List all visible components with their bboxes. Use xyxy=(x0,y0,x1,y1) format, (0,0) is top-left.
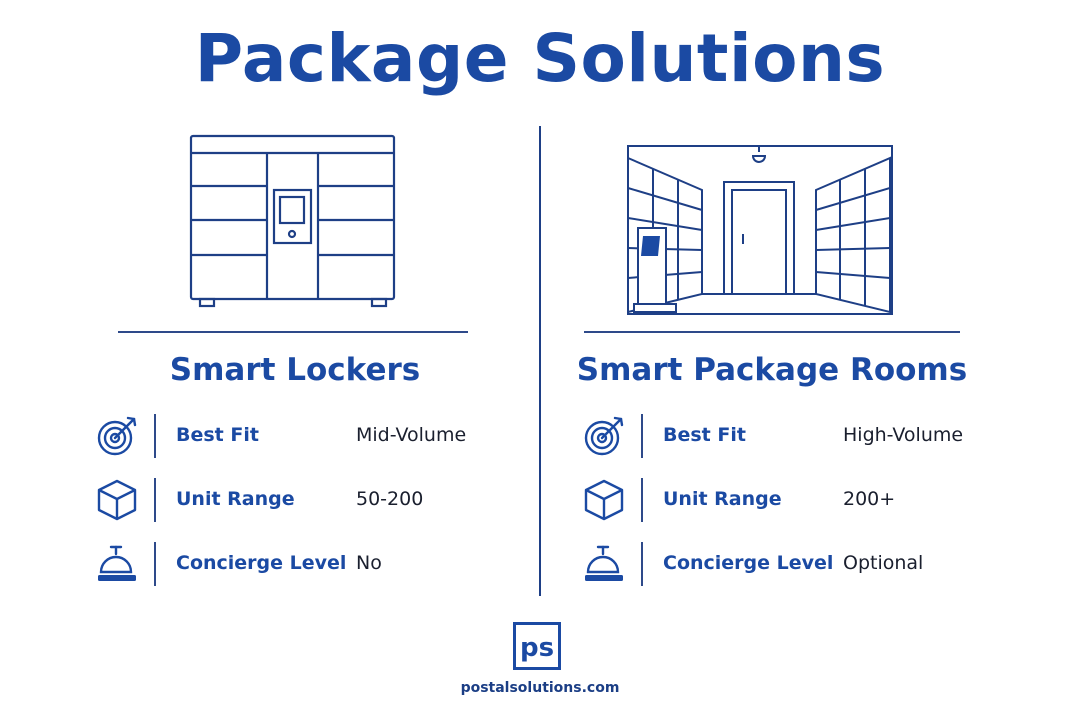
row-value: 50-200 xyxy=(356,488,424,510)
row-value: Mid-Volume xyxy=(356,424,467,446)
service-bell-icon xyxy=(98,545,136,581)
target-icon xyxy=(584,416,624,456)
row-separator xyxy=(641,542,643,586)
cube-icon xyxy=(97,479,137,521)
row-separator xyxy=(641,414,643,458)
list-item: Best Fit Mid-Volume xyxy=(96,414,516,458)
target-icon xyxy=(97,416,137,456)
list-item: Unit Range 50-200 xyxy=(96,478,516,522)
row-label: Unit Range xyxy=(176,488,295,510)
page-title: Package Solutions xyxy=(194,20,886,97)
center-divider xyxy=(539,126,541,596)
package-room-illustration xyxy=(627,145,893,315)
postal-solutions-logo: ps xyxy=(513,622,561,670)
row-label: Unit Range xyxy=(663,488,782,510)
row-separator xyxy=(154,478,156,522)
row-value: Optional xyxy=(843,552,924,574)
row-value: No xyxy=(356,552,382,574)
list-item: Concierge Level No xyxy=(96,542,516,586)
row-label: Best Fit xyxy=(663,424,746,446)
row-separator xyxy=(154,542,156,586)
row-separator xyxy=(154,414,156,458)
row-label: Best Fit xyxy=(176,424,259,446)
smart-locker-illustration xyxy=(189,134,396,308)
service-bell-icon xyxy=(585,545,623,581)
list-item: Concierge Level Optional xyxy=(583,542,1023,586)
left-divider xyxy=(118,331,468,333)
row-label: Concierge Level xyxy=(663,552,834,574)
right-divider xyxy=(584,331,960,333)
smart-package-rooms-title: Smart Package Rooms xyxy=(576,352,968,388)
smart-lockers-title: Smart Lockers xyxy=(169,352,421,388)
row-separator xyxy=(641,478,643,522)
smart-package-rooms-panel: Smart Package Rooms Best Fit High-Volume… xyxy=(540,0,1080,720)
row-value: 200+ xyxy=(843,488,896,510)
row-value: High-Volume xyxy=(843,424,964,446)
cube-icon xyxy=(584,479,624,521)
website-url[interactable]: postalsolutions.com xyxy=(460,680,620,696)
smart-lockers-panel: Smart Lockers Best Fit Mid-Volume Unit R… xyxy=(96,134,516,586)
row-label: Concierge Level xyxy=(176,552,347,574)
svg-text:ps: ps xyxy=(520,633,554,663)
list-item: Unit Range 200+ xyxy=(583,478,1023,522)
list-item: Best Fit High-Volume xyxy=(583,414,1023,458)
